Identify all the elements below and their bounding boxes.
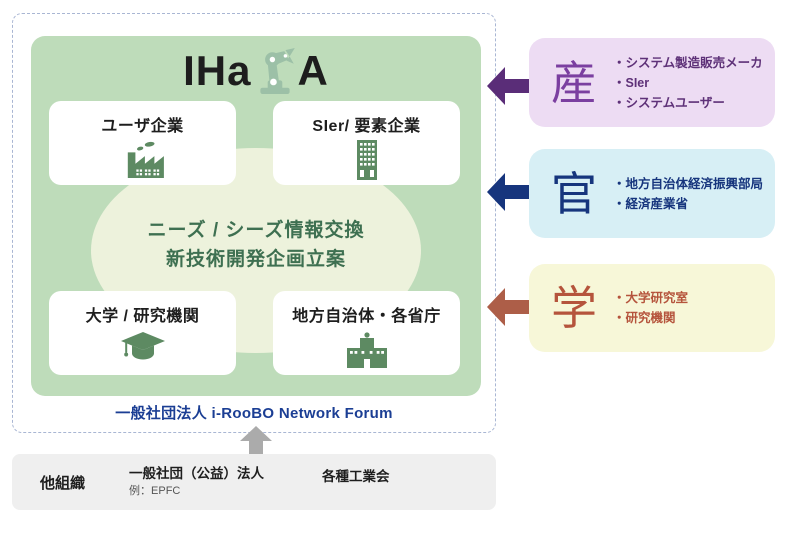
card-sier-companies-label: SIer/ 要素企業	[312, 118, 421, 135]
group-kan-government: 官 ・地方自治体経済振興部局 ・経済産業省	[529, 149, 775, 238]
forum-name-label: 一般社団法人 i-RooBO Network Forum	[115, 405, 393, 422]
exchange-statement-line1: ニーズ / シーズ情報交換	[147, 220, 365, 241]
card-local-governments-label: 地方自治体・各省庁	[292, 308, 441, 325]
card-user-companies: ユーザ企業	[49, 101, 236, 185]
group-gaku-kanji: 学	[551, 282, 597, 334]
ihara-logo-suffix: A	[297, 47, 329, 94]
other-org-industrial-associations: 各種工業会	[322, 468, 390, 484]
group-kan-item: ・地方自治体経済振興部局	[613, 176, 764, 191]
government-building-icon	[346, 332, 387, 368]
arrow-kan-to-forum-icon	[487, 173, 529, 211]
ihara-group-panel: IHa	[31, 36, 481, 396]
factory-icon	[127, 141, 164, 178]
group-kan-item: ・経済産業省	[613, 196, 689, 211]
card-universities: 大学 / 研究機関	[49, 291, 236, 375]
card-local-governments: 地方自治体・各省庁	[273, 291, 460, 375]
group-san-kanji: 産	[551, 56, 597, 109]
group-san-items: ・システム製造販売メーカ ・SIer ・システムユーザー	[613, 53, 763, 113]
robot-arm-icon	[259, 48, 295, 94]
group-san-item: ・システム製造販売メーカ	[613, 55, 763, 70]
group-gaku-items: ・大学研究室 ・研究機関	[613, 288, 688, 328]
ihara-logo-prefix: IHa	[183, 47, 252, 94]
iroobo-forum-boundary: IHa	[12, 13, 496, 433]
group-san-industry: 産 ・システム製造販売メーカ ・SIer ・システムユーザー	[529, 38, 775, 127]
card-user-companies-label: ユーザ企業	[101, 118, 184, 135]
group-gaku-item: ・研究機関	[613, 311, 676, 325]
arrow-gaku-to-forum-icon	[487, 288, 529, 326]
card-universities-label: 大学 / 研究機関	[85, 308, 200, 325]
office-building-icon	[356, 140, 377, 180]
exchange-statement: ニーズ / シーズ情報交換 新技術開発企画立案	[31, 216, 481, 275]
group-san-item: ・システムユーザー	[613, 95, 725, 110]
ihara-logo: IHa	[31, 42, 481, 100]
arrow-other-orgs-up-icon	[240, 426, 272, 456]
other-org-incorporated-associations: 一般社団（公益）法人 例：EPFC	[129, 465, 264, 499]
other-organizations-label: 他組織	[40, 474, 86, 492]
other-organizations-panel: 他組織 一般社団（公益）法人 例：EPFC 各種工業会	[12, 454, 496, 510]
group-san-item: ・SIer	[613, 75, 650, 90]
other-org-incorporated-note: 例：EPFC	[129, 484, 181, 497]
graduation-cap-icon	[120, 332, 165, 360]
other-org-incorporated-title: 一般社団（公益）法人	[129, 465, 265, 481]
card-sier-companies: SIer/ 要素企業	[273, 101, 460, 185]
group-gaku-item: ・大学研究室	[613, 291, 689, 305]
group-kan-items: ・地方自治体経済振興部局 ・経済産業省	[613, 174, 763, 214]
exchange-statement-line2: 新技術開発企画立案	[165, 249, 346, 271]
arrow-san-to-forum-icon	[487, 67, 529, 105]
group-kan-kanji: 官	[551, 167, 597, 220]
group-gaku-academia: 学 ・大学研究室 ・研究機関	[529, 264, 775, 352]
